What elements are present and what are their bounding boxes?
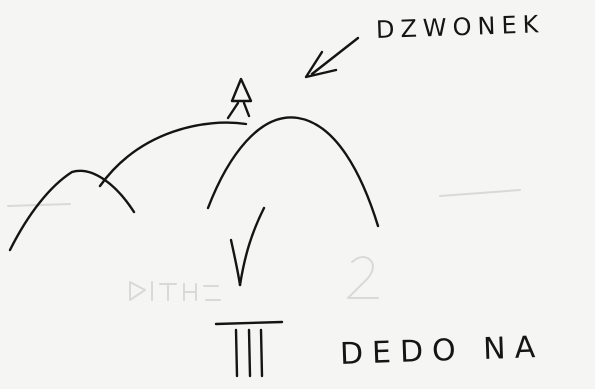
show-through-marks [7, 189, 521, 301]
stem-drawing [229, 206, 266, 287]
column-base-drawing [214, 320, 284, 378]
bottom-caption: DEDO NA [339, 329, 545, 372]
arrow-to-bell [304, 36, 360, 79]
bell-label: DZWONEK [375, 10, 545, 44]
hills-drawing [8, 116, 380, 252]
bell-icon [226, 77, 253, 120]
